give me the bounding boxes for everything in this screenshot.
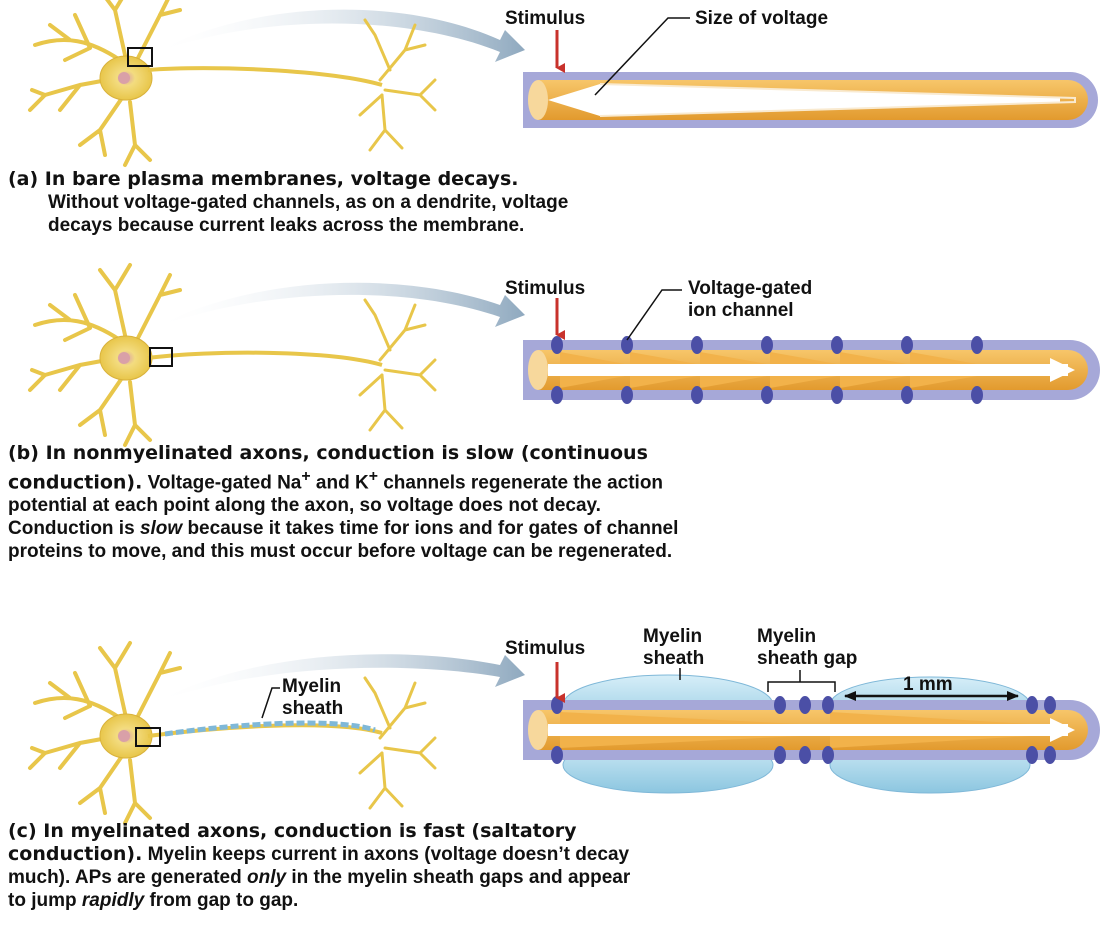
panel-a: Stimulus Size of voltage [28,0,1098,167]
caption-b-body-1: Voltage-gated Na [142,472,302,494]
bracket-sheath-gap [767,670,836,692]
neuron-b [28,263,437,447]
caption-b-sup-1: + [301,468,311,485]
caption-a-lead: (a) In bare plasma membranes, voltage de… [8,168,519,190]
neuron-c [28,641,437,825]
label-myelin-sheath-2: sheath [643,648,704,669]
caption-c-em-2: rapidly [81,890,145,911]
neuron-a [28,0,437,167]
caption-b-body-3: channels regenerate the action potential… [8,472,664,540]
caption-a-body: Without voltage-gated channels, as on a … [48,192,569,236]
axon-segment-c [523,674,1100,794]
caption-c-body-2: in the myelin sheath gaps and appear to … [8,867,631,911]
caption-c: (c) In myelinated axons, conduction is f… [8,820,648,912]
label-stimulus-c: Stimulus [505,638,585,659]
label-neuron-myelin-1: Myelin [282,676,341,697]
caption-b-em-1: slow [139,518,183,540]
panel-b: Stimulus Voltage-gated ion channel [28,263,1100,447]
caption-b-body-2: and K [310,472,369,494]
zoom-box-a [127,47,153,67]
caption-c-body-3: from gap to gap. [144,890,299,911]
caption-a: (a) In bare plasma membranes, voltage de… [8,168,628,237]
leader-vg-channel [626,289,682,341]
label-myelin-gap-1: Myelin [757,626,816,647]
label-scale: 1 mm [903,674,953,695]
label-stimulus-a: Stimulus [505,8,585,29]
leader-neuron-myelin [261,687,280,719]
caption-b-sup-2: + [368,468,378,485]
label-myelin-gap-2: sheath gap [757,648,857,669]
leader-size-of-voltage [594,17,690,96]
zoom-box-c [135,727,161,747]
caption-b: (b) In nonmyelinated axons, conduction i… [8,442,688,563]
caption-c-em-1: only [246,867,287,888]
label-size-of-voltage: Size of voltage [695,8,828,29]
axon-segment-b [523,336,1100,404]
caption-b-lead: (b) In nonmyelinated axons, conduction i… [8,442,648,494]
zoom-arrow-a [150,9,525,62]
panel-c: Myelin sheath St [28,626,1100,825]
label-vg-channel-2: ion channel [688,300,794,321]
caption-c-lead: (c) In myelinated axons, conduction is f… [8,820,577,865]
label-neuron-myelin-2: sheath [282,698,343,719]
label-myelin-sheath-1: Myelin [643,626,702,647]
zoom-arrow-c [150,654,525,705]
caption-c-body-1: Myelin keeps current in axons (voltage d… [8,844,630,888]
label-vg-channel-1: Voltage-gated [688,278,812,299]
axon-segment-a [523,72,1098,128]
caption-b-body-4: because it takes time for ions and for g… [8,518,679,563]
label-stimulus-b: Stimulus [505,278,585,299]
zoom-box-b [149,347,173,367]
zoom-arrow-b [150,282,525,330]
